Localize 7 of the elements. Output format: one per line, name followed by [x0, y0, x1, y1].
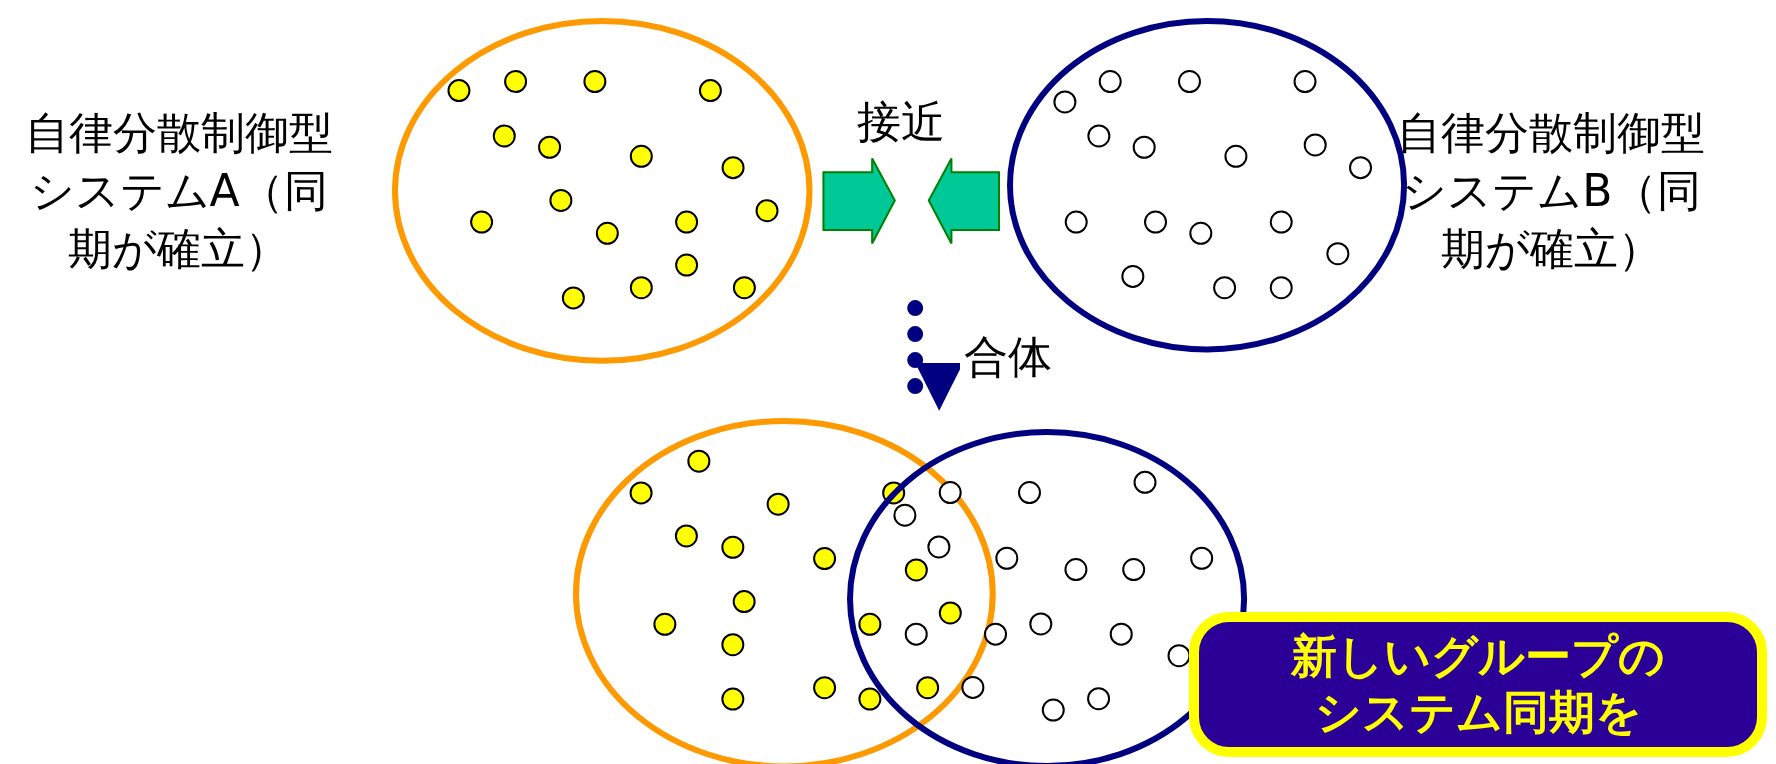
- arrow-label: 接近: [857, 94, 946, 149]
- block-arrow: [822, 157, 896, 245]
- system-label: 自律分散制御型システムA（同期が確立）: [23, 106, 334, 277]
- system-label: 自律分散制御型システムB（同期が確立）: [1396, 106, 1707, 277]
- callout-text: 新しいグループのシステム同期を: [1290, 628, 1667, 741]
- block-arrow: [927, 157, 1000, 245]
- callout-box: [1189, 611, 1767, 757]
